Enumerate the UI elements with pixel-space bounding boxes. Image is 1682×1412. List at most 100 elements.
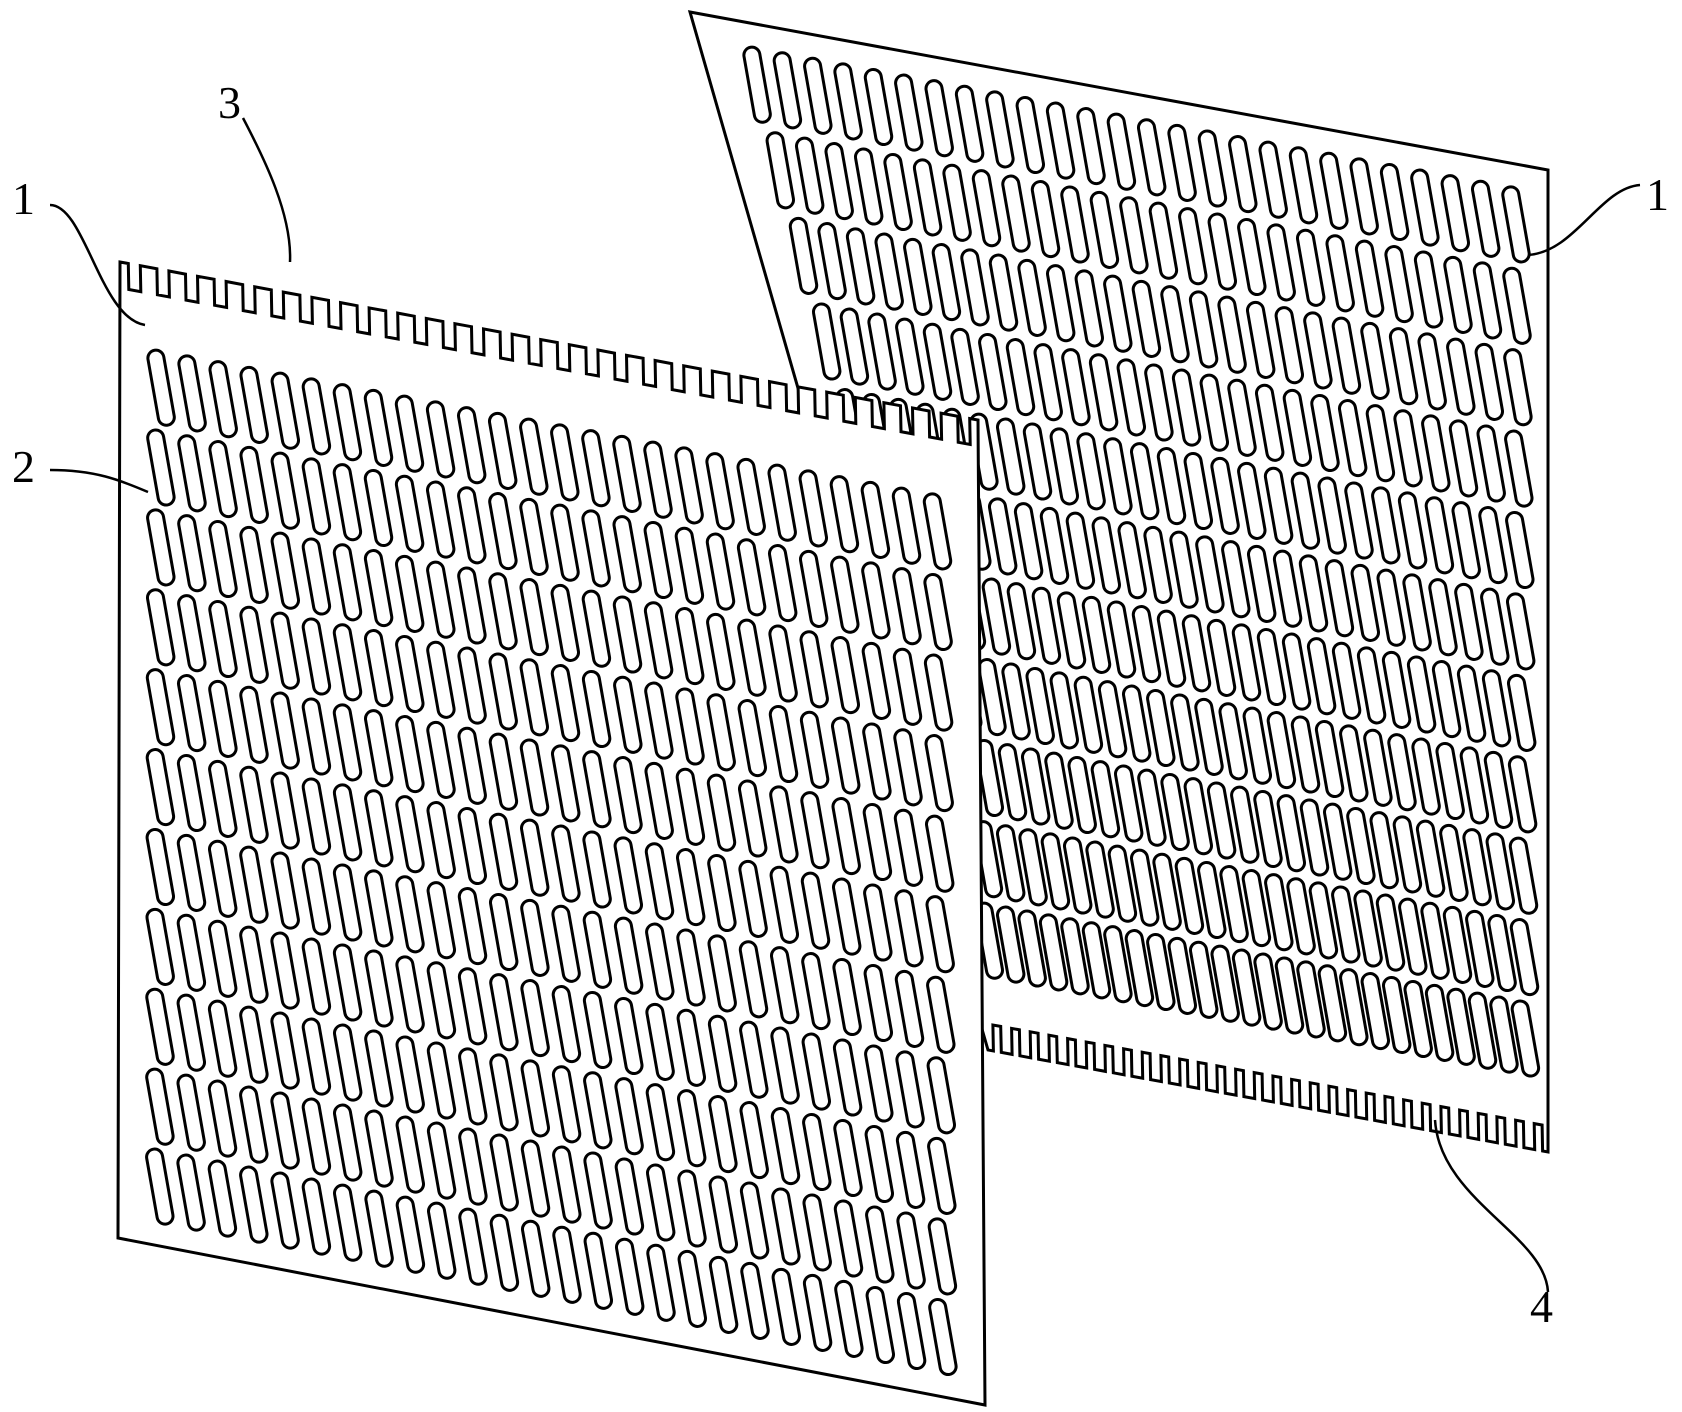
slot xyxy=(1266,711,1297,790)
slot xyxy=(363,709,394,788)
slot xyxy=(488,572,518,651)
slot xyxy=(301,857,332,936)
slot xyxy=(208,440,238,519)
slot xyxy=(145,987,175,1066)
slot xyxy=(1076,432,1106,511)
slot xyxy=(488,812,519,891)
slot xyxy=(207,839,238,918)
slot xyxy=(1210,944,1240,1023)
slot xyxy=(1218,702,1248,781)
slot xyxy=(458,1127,488,1206)
slot xyxy=(1169,530,1199,609)
slot xyxy=(519,578,549,657)
slot xyxy=(145,748,176,827)
slot xyxy=(176,674,207,753)
slot xyxy=(1272,549,1303,628)
slot xyxy=(706,773,737,852)
slot xyxy=(552,1225,582,1304)
slot xyxy=(645,1163,676,1242)
slot xyxy=(800,791,830,870)
leader-slot xyxy=(49,468,149,494)
slot xyxy=(1018,828,1048,907)
slot xyxy=(176,753,207,833)
slot xyxy=(583,1231,614,1310)
slot xyxy=(676,1008,707,1087)
slot xyxy=(488,492,518,571)
slot xyxy=(1448,419,1479,498)
slot xyxy=(426,560,456,639)
leader-lines xyxy=(49,117,1641,1293)
slot xyxy=(551,1065,582,1144)
slot xyxy=(1049,671,1080,750)
slot xyxy=(1146,932,1176,1012)
slot xyxy=(1045,264,1076,343)
slot xyxy=(832,1038,863,1117)
slot xyxy=(893,808,924,887)
label-slot: 2 xyxy=(12,441,35,492)
slot xyxy=(364,1029,394,1108)
slot xyxy=(1381,975,1412,1055)
slot xyxy=(270,1171,300,1250)
slot xyxy=(883,152,913,232)
slot xyxy=(861,641,892,720)
slot xyxy=(1439,823,1469,902)
slot xyxy=(676,928,706,1007)
slot xyxy=(971,169,1002,248)
slot xyxy=(798,469,829,548)
slot xyxy=(1481,669,1512,748)
slot xyxy=(922,492,953,571)
slot xyxy=(176,1153,206,1232)
slot xyxy=(1081,921,1112,1000)
slot xyxy=(834,1279,864,1358)
slot xyxy=(1131,279,1162,358)
slot xyxy=(1227,378,1257,457)
slot xyxy=(582,750,612,829)
slot xyxy=(707,934,737,1013)
slot xyxy=(1476,424,1506,503)
slot xyxy=(301,617,332,696)
slot xyxy=(1106,600,1137,679)
slot xyxy=(550,583,581,662)
slot xyxy=(364,1189,394,1268)
slot xyxy=(1241,869,1272,948)
slot xyxy=(1337,399,1368,478)
slot xyxy=(457,566,487,645)
slot xyxy=(239,925,269,1004)
slot xyxy=(363,468,394,548)
slot xyxy=(1073,675,1104,754)
slot xyxy=(1403,979,1433,1059)
slot xyxy=(832,957,862,1037)
slot xyxy=(177,434,207,513)
slot xyxy=(552,1145,582,1224)
slot xyxy=(395,795,425,874)
slot xyxy=(614,996,644,1076)
slot xyxy=(1331,316,1362,395)
slot xyxy=(802,1193,832,1272)
slot xyxy=(270,851,300,930)
slot xyxy=(829,475,860,554)
slot xyxy=(1038,913,1069,992)
slot xyxy=(1470,179,1501,258)
slot xyxy=(394,474,425,553)
slot xyxy=(1360,972,1391,1051)
slot xyxy=(332,623,363,702)
slot xyxy=(1465,909,1495,988)
slot xyxy=(208,679,238,758)
slot xyxy=(1231,623,1262,702)
slot xyxy=(145,588,176,667)
slot xyxy=(1253,952,1283,1031)
slot xyxy=(1148,201,1179,280)
slot xyxy=(488,652,518,731)
slot xyxy=(1459,746,1490,825)
slot xyxy=(799,630,829,709)
slot xyxy=(551,824,581,903)
slot xyxy=(1356,646,1387,725)
slot xyxy=(239,445,269,524)
slot xyxy=(301,697,332,776)
slot xyxy=(613,836,644,915)
slot xyxy=(924,734,954,813)
slot xyxy=(895,1050,925,1129)
slot xyxy=(860,480,891,559)
slot xyxy=(488,892,519,972)
slot xyxy=(1183,451,1214,531)
